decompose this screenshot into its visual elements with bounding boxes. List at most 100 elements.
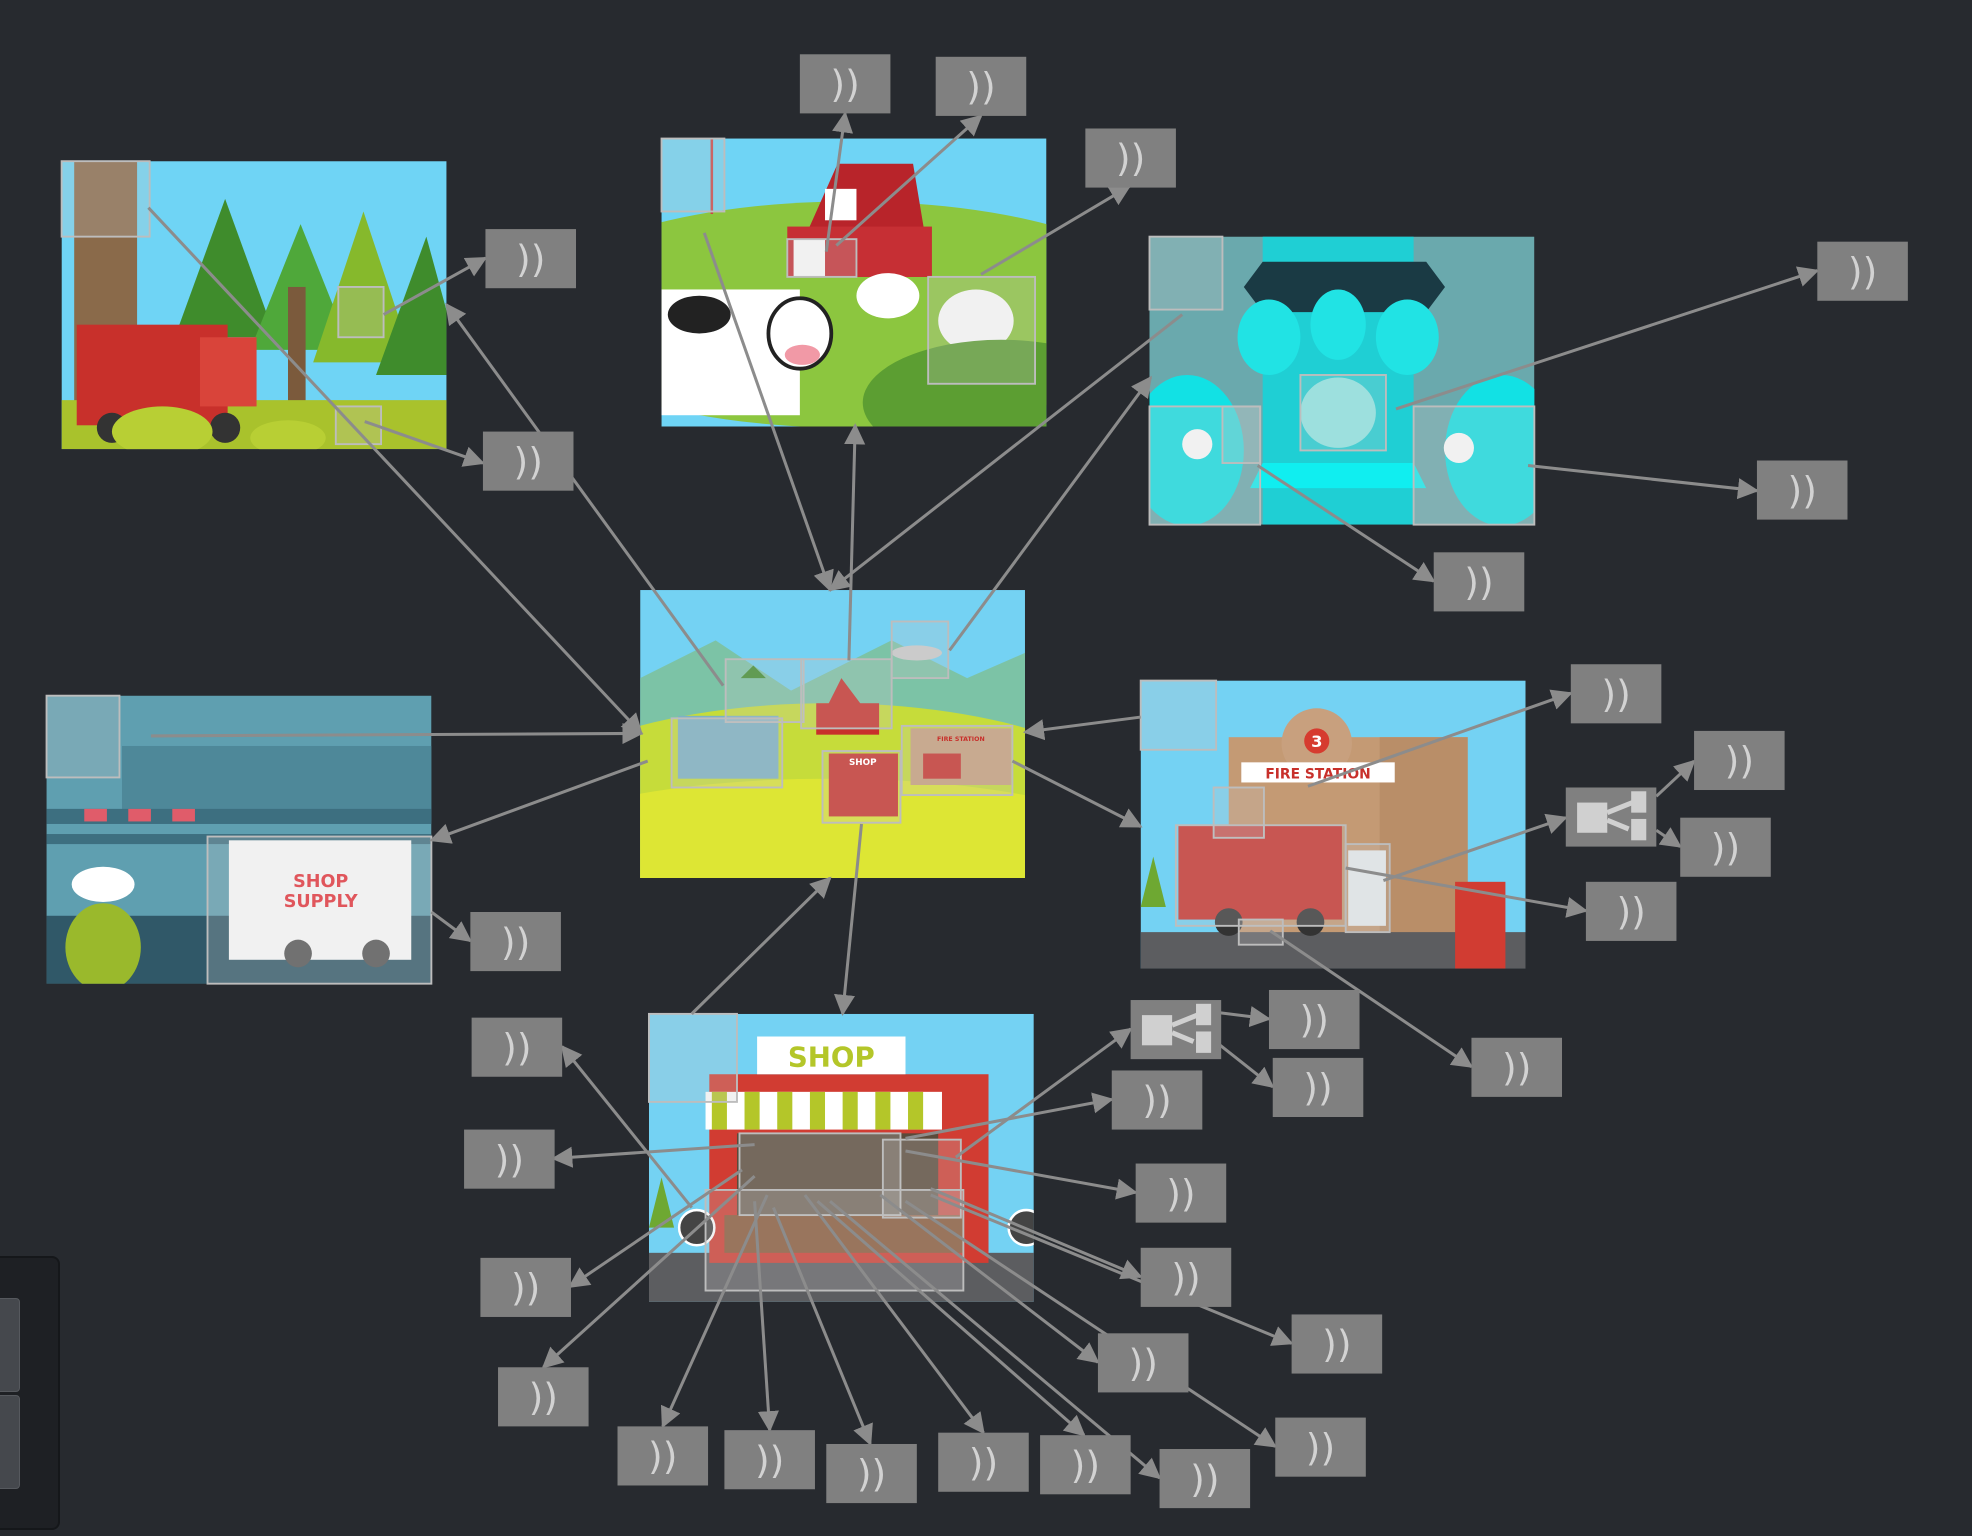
sound-node[interactable]: )) [1694, 730, 1785, 791]
connection-edge[interactable] [803, 1194, 985, 1435]
sound-node[interactable]: )) [480, 1257, 571, 1317]
connection-edge[interactable] [930, 1187, 1143, 1280]
sound-node[interactable]: )) [1433, 552, 1525, 612]
sound-node[interactable]: )) [464, 1129, 555, 1189]
connection-edge[interactable] [954, 1027, 1133, 1159]
connection-edge[interactable] [1011, 759, 1143, 828]
connection-edge[interactable] [382, 256, 488, 316]
connection-edge[interactable] [147, 206, 643, 735]
connection-edge[interactable] [690, 876, 832, 1015]
sound-icon: )) [966, 65, 995, 109]
splitter-node[interactable] [1565, 787, 1657, 847]
connection-edge[interactable] [702, 232, 834, 593]
connection-edge[interactable] [904, 1200, 1278, 1448]
sound-node[interactable]: )) [938, 1432, 1029, 1492]
sound-icon: )) [1116, 136, 1145, 180]
sound-node[interactable]: )) [470, 912, 561, 972]
connection-edge[interactable] [1022, 715, 1141, 741]
connection-edge[interactable] [844, 423, 866, 661]
sound-node[interactable]: )) [799, 54, 891, 114]
sound-node[interactable]: )) [482, 431, 574, 491]
sound-icon: )) [830, 62, 859, 106]
connection-edge[interactable] [1655, 759, 1696, 798]
sound-node[interactable]: )) [1111, 1070, 1203, 1130]
sound-node[interactable]: )) [485, 229, 577, 289]
sound-node[interactable]: )) [1268, 989, 1360, 1050]
shop-sign: SHOP [788, 1041, 875, 1074]
connection-edge[interactable] [445, 302, 725, 687]
sound-node[interactable]: )) [724, 1430, 815, 1490]
connection-edge[interactable] [660, 1194, 769, 1429]
toolbar-button-2[interactable] [0, 1395, 20, 1489]
connection-edge[interactable] [816, 1200, 1086, 1437]
connection-edge[interactable] [828, 313, 1184, 592]
sound-icon: )) [1300, 998, 1329, 1042]
sound-node[interactable]: )) [1471, 1037, 1563, 1097]
sound-node[interactable]: )) [1140, 1247, 1232, 1307]
connection-edge[interactable] [948, 375, 1153, 652]
connection-edge[interactable] [1655, 827, 1682, 848]
scene-shop[interactable]: SHOP [648, 1012, 1044, 1302]
connection-edge[interactable] [905, 1149, 1138, 1200]
sound-icon: )) [1071, 1443, 1100, 1487]
sound-icon: )) [1848, 249, 1877, 293]
sound-node[interactable]: )) [1159, 1449, 1251, 1509]
connection-edge[interactable] [551, 1143, 755, 1168]
scene-hub[interactable] [514, 590, 1143, 930]
connection-edge[interactable] [1527, 464, 1760, 500]
connection-edge[interactable] [833, 823, 863, 1016]
connection-edge[interactable] [879, 1193, 1100, 1364]
sound-node[interactable]: )) [617, 1426, 709, 1486]
sound-node[interactable]: )) [1135, 1163, 1227, 1223]
hub-shop-sign: SHOP [849, 758, 877, 768]
scene-forest[interactable] [60, 160, 464, 457]
connection-edge[interactable] [1395, 266, 1820, 411]
fire-station-number: 3 [1311, 732, 1322, 751]
connection-edge[interactable] [772, 1206, 873, 1446]
connection-edge[interactable] [1269, 929, 1474, 1068]
sound-node[interactable]: )) [471, 1017, 563, 1077]
connection-edge[interactable] [1382, 813, 1568, 882]
sound-node[interactable]: )) [935, 56, 1027, 116]
splitter-node[interactable] [1130, 1000, 1222, 1060]
connection-edge[interactable] [1345, 866, 1588, 918]
connection-edge[interactable] [429, 759, 649, 844]
connection-edge[interactable] [980, 185, 1132, 276]
connection-edge[interactable] [930, 1193, 1294, 1346]
connection-edge[interactable] [1307, 689, 1573, 788]
sound-node[interactable]: )) [1585, 881, 1677, 941]
connection-edge[interactable] [567, 1168, 743, 1289]
sound-icon: )) [1725, 739, 1754, 783]
scene-fire-station[interactable]: 3 FIRE STATION [1139, 679, 1526, 969]
connection-edge[interactable] [364, 420, 485, 467]
connection-edge[interactable] [150, 722, 644, 745]
connection-edge[interactable] [541, 1174, 756, 1369]
sound-node[interactable]: )) [826, 1443, 917, 1504]
connection-edge[interactable] [829, 1200, 1162, 1480]
scene-factory[interactable] [45, 694, 433, 992]
connection-edge[interactable] [835, 114, 983, 247]
connection-edge[interactable] [560, 1044, 693, 1209]
sound-node[interactable]: )) [1040, 1435, 1131, 1495]
sound-node[interactable]: )) [1291, 1314, 1383, 1374]
scene-farm[interactable] [523, 137, 1177, 466]
sound-node[interactable]: )) [1272, 1057, 1364, 1117]
toolbar-button-1[interactable] [0, 1298, 20, 1392]
sound-node[interactable]: )) [1756, 460, 1848, 520]
sound-node[interactable]: )) [1085, 128, 1176, 188]
sound-node[interactable]: )) [1275, 1417, 1366, 1477]
sound-node[interactable]: )) [1097, 1333, 1189, 1393]
connection-edge[interactable] [1256, 464, 1436, 583]
connection-edge[interactable] [753, 1201, 779, 1433]
sound-node[interactable]: )) [1817, 241, 1908, 301]
scene-aliens[interactable] [1131, 235, 1559, 526]
sound-node[interactable]: )) [1680, 817, 1771, 877]
connection-edge[interactable] [905, 1092, 1114, 1140]
sound-node[interactable]: )) [1570, 664, 1662, 724]
sound-node[interactable]: )) [498, 1367, 589, 1427]
connection-edge[interactable] [824, 111, 854, 252]
connection-edge[interactable] [430, 910, 473, 943]
connection-edge[interactable] [1218, 1006, 1272, 1028]
connection-edge[interactable] [1217, 1042, 1275, 1089]
